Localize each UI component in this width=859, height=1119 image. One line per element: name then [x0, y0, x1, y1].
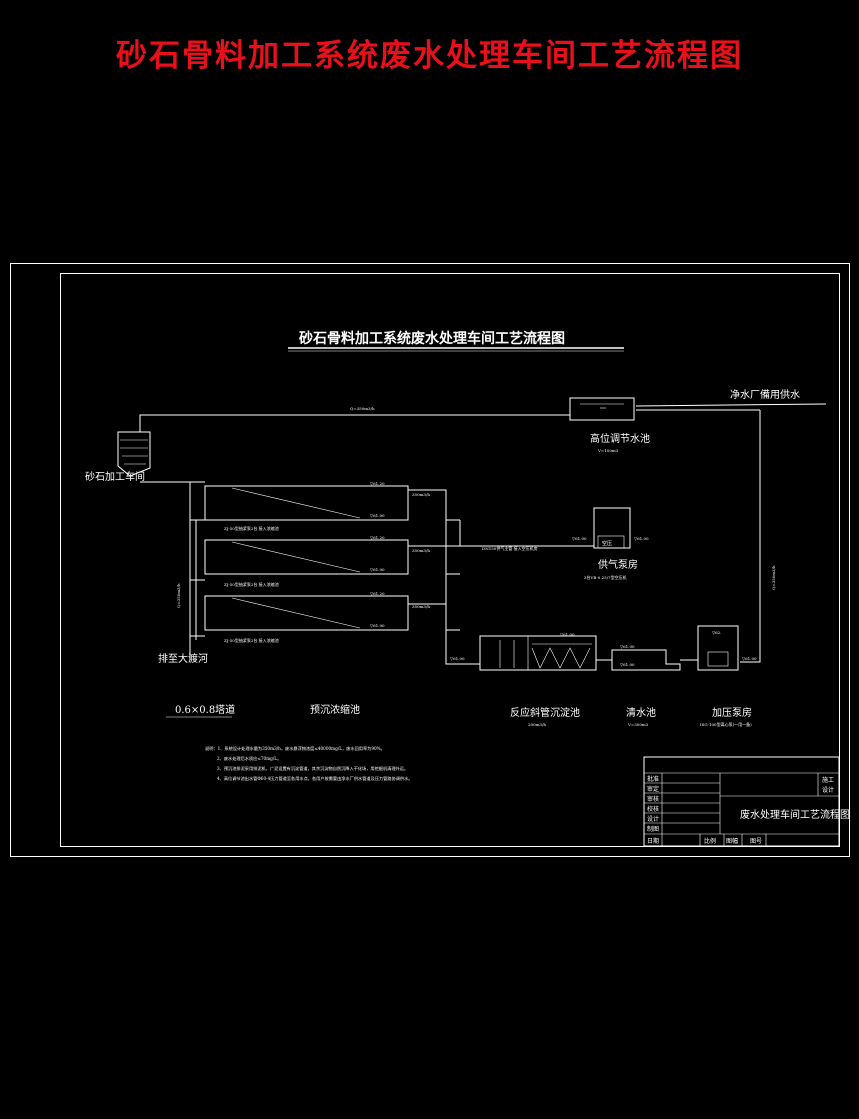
svg-text:▽61.20: ▽61.20 [370, 535, 385, 540]
mesh-label: 0.6×0.8塔道 [175, 703, 235, 716]
high-tank-sub: V=100m3 [597, 448, 619, 453]
note-4: 4、高位调节池出水管Φ60·4压力管道至各用水点，各用户按需要由净水厂供水管道及… [217, 775, 413, 782]
inner-frame [60, 273, 840, 847]
plant-label: 砂石加工车间 [85, 470, 145, 483]
svg-text:▽61.00: ▽61.00 [450, 656, 465, 661]
city-water: 净水厂備用供水 Q=350m3/h [635, 388, 827, 663]
svg-text:DN150供气主管 接入空压机房: DN150供气主管 接入空压机房 [482, 545, 538, 551]
clear-pool-sub: V=300m3 [627, 722, 649, 727]
air-station-sub: 3台VB-0.25/7型空压机 [584, 574, 627, 580]
tb-row-5: 制图 [647, 825, 659, 833]
svg-text:▽62.: ▽62. [712, 630, 721, 635]
air-station: 空压 ▽61.00 ▽61.00 供气泵房 3台VB-0.25/7型空压机 [572, 507, 649, 580]
settling-tanks: ▽61.20 ▽61.00 ZJ-50型抽浆泵2台 接入浓缩池 ▽61.20 ▽… [158, 481, 594, 665]
tb-row-0: 批准 [647, 775, 659, 783]
tb-bottom-1: 图幅 [726, 837, 738, 845]
svg-text:▽61.00: ▽61.00 [370, 623, 385, 628]
tb-row-3: 校核 [647, 805, 659, 813]
note-3: 3、预沉池排泥采用排泥机，广泥设置有沉淀管道，其余沉淀物自然沉降入干化场，用挖掘… [217, 765, 408, 772]
svg-text:Q=350m3/h: Q=350m3/h [176, 583, 181, 608]
air-station-label: 供气泵房 [598, 558, 638, 571]
svg-text:▽61.00: ▽61.00 [370, 513, 385, 518]
svg-text:▽61.00: ▽61.00 [620, 644, 635, 649]
outfall-label: 排至大渡河 [158, 652, 208, 665]
clear-pool: ▽61.00 ▽61.00 清水池 V=300m3 [611, 644, 698, 727]
svg-text:▽61.20: ▽61.20 [370, 591, 385, 596]
svg-text:▽61.00: ▽61.00 [572, 536, 587, 541]
reactor-label: 反应斜管沉淀池 [510, 706, 580, 719]
tb-right-top-1: 设计 [822, 786, 834, 794]
tb-row-2: 审核 [647, 795, 659, 803]
svg-text:▽61.00: ▽61.00 [370, 567, 385, 572]
svg-text:Q=350m3/h: Q=350m3/h [771, 565, 776, 590]
svg-text:▽61.00: ▽61.00 [620, 662, 635, 667]
reactor: ▽61.00 ▽61.00 反应斜管沉淀池 200m3/h [450, 632, 612, 727]
tb-bottom-2: 图号 [750, 838, 762, 845]
svg-text:▽61.00: ▽61.00 [742, 656, 757, 661]
title-block: 批准 审定 审核 校核 设计 制图 日期 施工 设计 废水处理车间工艺流程图 比… [643, 756, 850, 847]
plant-hopper: 砂石加工车间 [85, 431, 205, 483]
reactor-sub: 200m3/h [528, 722, 546, 727]
tb-row-1: 审定 [647, 785, 659, 793]
svg-text:350m3/h: 350m3/h [412, 548, 430, 553]
svg-text:ZJ-50型抽浆泵2台 接入浓缩池: ZJ-50型抽浆泵2台 接入浓缩池 [224, 637, 279, 643]
pre-settle-label: 预沉浓缩池 [310, 703, 360, 716]
pump-house-label: 加压泵房 [712, 706, 752, 719]
svg-text:▽61.00: ▽61.00 [634, 536, 649, 541]
high-tank-label: 高位调节水池 [590, 432, 650, 445]
svg-text:350m3/h: 350m3/h [412, 492, 430, 497]
outer-frame [10, 263, 850, 857]
svg-text:ZJ-50型抽浆泵2台 接入浓缩池: ZJ-50型抽浆泵2台 接入浓缩池 [224, 525, 279, 531]
tb-bottom-0: 比例 [704, 837, 716, 845]
note-1: 说明：1、系统设计处理水量为350m3/h，废水悬浮物浓度≤40000mg/L，… [205, 745, 385, 752]
tb-right-top-0: 施工 [822, 776, 834, 784]
pump-house-sub: ISG-100型离心泵(一用一备) [700, 721, 752, 727]
pump-house: ▽62. ▽61.00 加压泵房 ISG-100型离心泵(一用一备) [697, 625, 757, 727]
svg-text:Q=350m3/h: Q=350m3/h [350, 406, 375, 411]
city-water-label: 净水厂備用供水 [730, 388, 800, 401]
tb-row-6: 日期 [647, 837, 659, 845]
drawing-title: 砂石骨料加工系统废水处理车间工艺流程图 [298, 330, 565, 347]
tb-drawing-name: 废水处理车间工艺流程图 [740, 808, 850, 821]
page-title: 砂石骨料加工系统废水处理车间工艺流程图 [116, 38, 743, 74]
supply-pipe: Q=350m3/h [139, 406, 570, 432]
svg-text:350m3/h: 350m3/h [412, 604, 430, 609]
clear-pool-label: 清水池 [626, 706, 656, 719]
svg-text:▽61.20: ▽61.20 [370, 481, 385, 486]
svg-text:空压: 空压 [602, 540, 612, 547]
high-tank: 高位调节水池 V=100m3 [569, 397, 650, 453]
notes: 说明：1、系统设计处理水量为350m3/h，废水悬浮物浓度≤40000mg/L，… [205, 745, 413, 782]
svg-text:ZJ-50型抽浆泵2台 接入浓缩池: ZJ-50型抽浆泵2台 接入浓缩池 [224, 581, 279, 587]
note-2: 2、废水处理后水质应≤70mg/L。 [217, 755, 281, 762]
svg-text:▽61.00: ▽61.00 [560, 632, 575, 637]
tb-row-4: 设计 [647, 815, 659, 823]
